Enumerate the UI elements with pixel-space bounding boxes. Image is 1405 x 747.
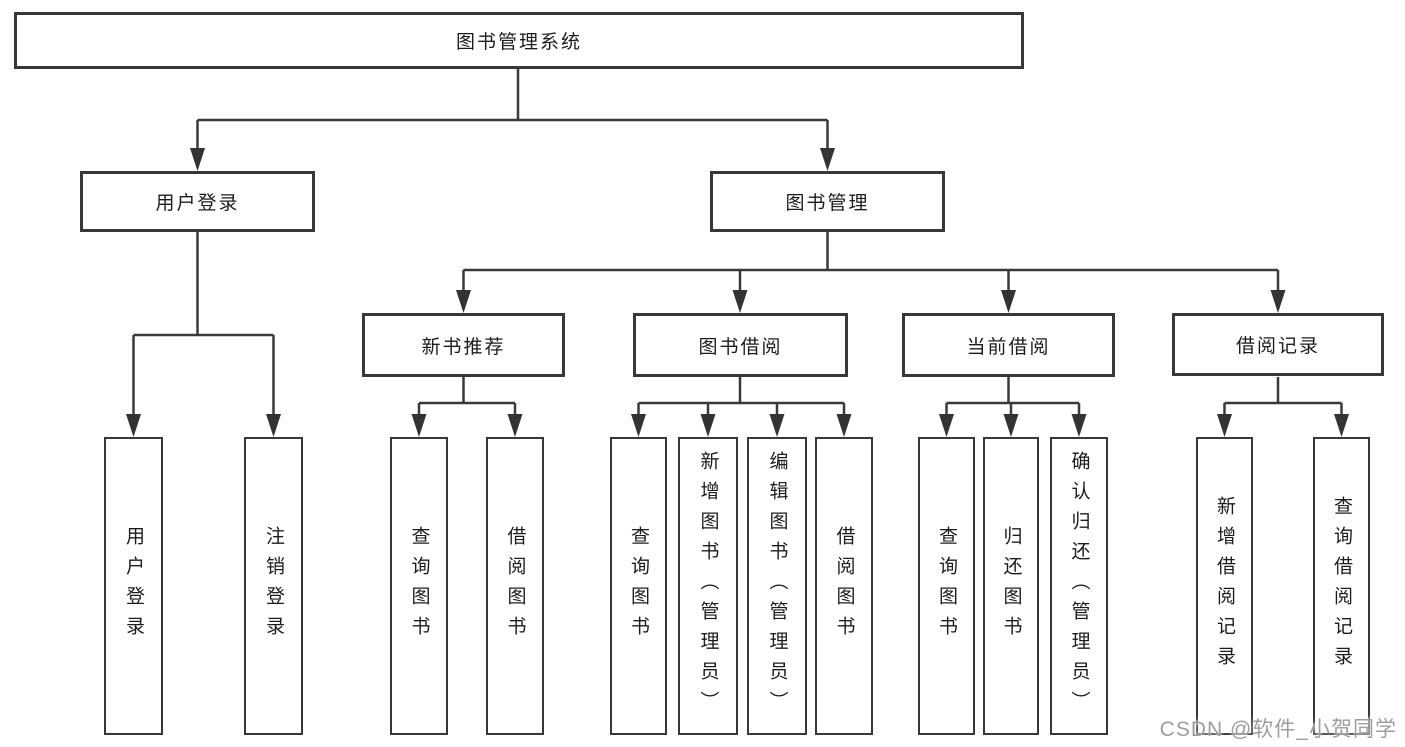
node-new-book-recommend: 新书推荐 — [362, 313, 565, 377]
connector-borrow-records-to-leaves — [1217, 377, 1349, 437]
connector-book-management-to-level3 — [456, 232, 1286, 313]
leaf-query-borrow-record: 查询借阅记录 — [1313, 437, 1370, 735]
connector-book-borrow-to-leaves — [631, 377, 852, 437]
leaf-logout: 注销登录 — [244, 437, 303, 735]
leaf-add-books-admin: 新增图书（管理员） — [678, 437, 738, 735]
node-user-login: 用户登录 — [80, 171, 315, 232]
connector-root-to-level2 — [190, 69, 835, 171]
node-book-management: 图书管理 — [710, 171, 945, 232]
connector-user-login-to-leaves — [126, 232, 281, 437]
leaf-confirm-return-admin: 确认归还（管理员） — [1050, 437, 1108, 735]
node-book-borrow: 图书借阅 — [633, 313, 848, 377]
leaf-recommend-borrow-books: 借阅图书 — [486, 437, 544, 735]
leaf-borrow-query-books: 查询图书 — [610, 437, 667, 735]
leaf-current-query-books: 查询图书 — [918, 437, 975, 735]
csdn-watermark: CSDN @软件_小贺同学 — [1159, 718, 1397, 741]
leaf-add-borrow-record: 新增借阅记录 — [1196, 437, 1253, 735]
node-current-borrow: 当前借阅 — [902, 313, 1115, 377]
node-root-library-system: 图书管理系统 — [14, 12, 1024, 69]
connector-new-book-to-leaves — [411, 377, 523, 437]
leaf-recommend-query-books: 查询图书 — [390, 437, 448, 735]
leaf-return-books: 归还图书 — [983, 437, 1039, 735]
connector-current-borrow-to-leaves — [939, 377, 1087, 437]
leaf-user-login: 用户登录 — [104, 437, 163, 735]
leaf-edit-books-admin: 编辑图书（管理员） — [747, 437, 807, 735]
leaf-borrow-books: 借阅图书 — [815, 437, 873, 735]
node-borrow-records: 借阅记录 — [1172, 313, 1384, 376]
